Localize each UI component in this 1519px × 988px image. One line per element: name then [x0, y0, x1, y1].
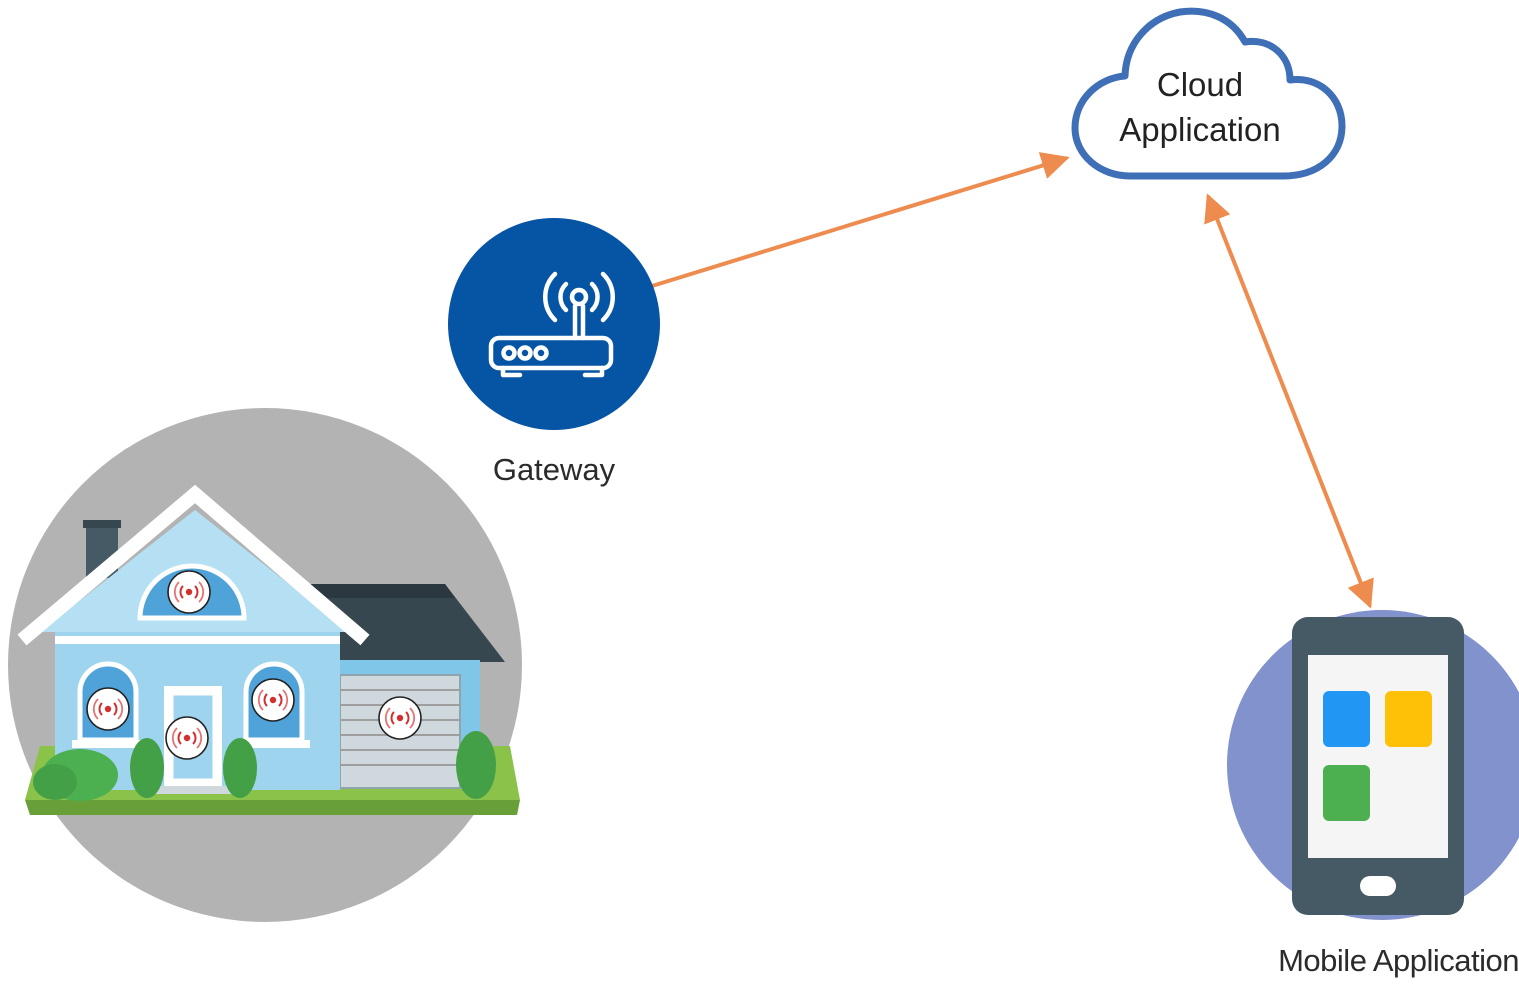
cloud-label: Cloud Application — [1095, 62, 1305, 152]
smart-home-illustration — [8, 408, 522, 922]
cloud-label-line1: Cloud — [1156, 66, 1244, 103]
sensor-signal-icon — [165, 716, 209, 760]
sensor-signal-icon — [251, 678, 295, 722]
app-tile-blue — [1323, 691, 1370, 747]
mobile-node — [1227, 610, 1519, 920]
gateway-node — [448, 218, 660, 430]
gateway-circle — [448, 218, 660, 430]
mobile-application-label: Mobile Application — [1278, 943, 1519, 978]
cloud-icon — [1071, 7, 1346, 180]
cloud-label-line2: Application — [1119, 111, 1281, 148]
gateway-label: Gateway — [492, 452, 616, 487]
sensor-signal-icon — [378, 696, 422, 740]
app-tile-yellow — [1385, 691, 1432, 747]
arrow-cloud-mobile — [1204, 193, 1374, 609]
app-tile-green — [1323, 765, 1370, 821]
arrow-gateway-to-cloud — [651, 152, 1070, 288]
sensor-signal-icon — [86, 687, 130, 731]
smartphone-icon — [1292, 617, 1464, 915]
sensor-signal-icon — [167, 570, 211, 614]
wifi-router-icon — [488, 271, 615, 378]
